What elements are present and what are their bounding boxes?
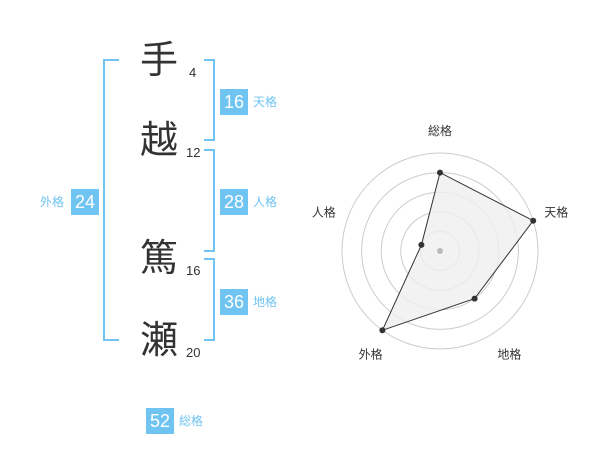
gaikaku-bracket [103, 59, 119, 341]
chikaku-label: 地格 [253, 295, 278, 309]
radar-axis-label-5: 人格 [312, 205, 336, 220]
stroke-count-2: 12 [186, 145, 201, 160]
radar-point-5 [418, 241, 425, 248]
radar-axis-label-1: 総格 [428, 123, 452, 138]
name-char-4: 瀬 [140, 318, 179, 362]
jinkaku-value: 28 [220, 189, 248, 215]
soukaku-value: 52 [146, 408, 174, 434]
radar-axis-label-3: 地格 [497, 347, 521, 362]
radar-point-2 [530, 217, 537, 224]
radar-axis-label-2: 天格 [544, 205, 568, 220]
name-char-3: 篤 [140, 236, 179, 280]
stroke-count-4: 20 [186, 345, 201, 360]
jinkaku-bracket [204, 149, 215, 252]
chikaku-bracket [204, 258, 215, 341]
name-char-2: 越 [140, 118, 179, 162]
radar-axis-label-4: 外格 [359, 347, 383, 362]
radar-point-4 [379, 327, 386, 334]
radar-area [381, 171, 534, 332]
radar-point-3 [471, 295, 478, 302]
jinkaku-label: 人格 [253, 195, 278, 209]
soukaku-label: 総格 [179, 414, 204, 428]
gaikaku-value: 24 [71, 189, 99, 215]
tenkaku-bracket [204, 59, 215, 141]
name-char-1: 手 [140, 38, 179, 82]
radar-center-dot [437, 248, 443, 254]
tenkaku-value: 16 [220, 89, 248, 115]
stroke-count-3: 16 [186, 263, 201, 278]
radar-point-1 [437, 169, 443, 176]
gaikaku-label: 外格 [40, 195, 65, 209]
stroke-count-1: 4 [189, 65, 197, 80]
radar-ring-5 [341, 152, 539, 350]
tenkaku-label: 天格 [253, 95, 278, 109]
chikaku-value: 36 [220, 289, 248, 315]
